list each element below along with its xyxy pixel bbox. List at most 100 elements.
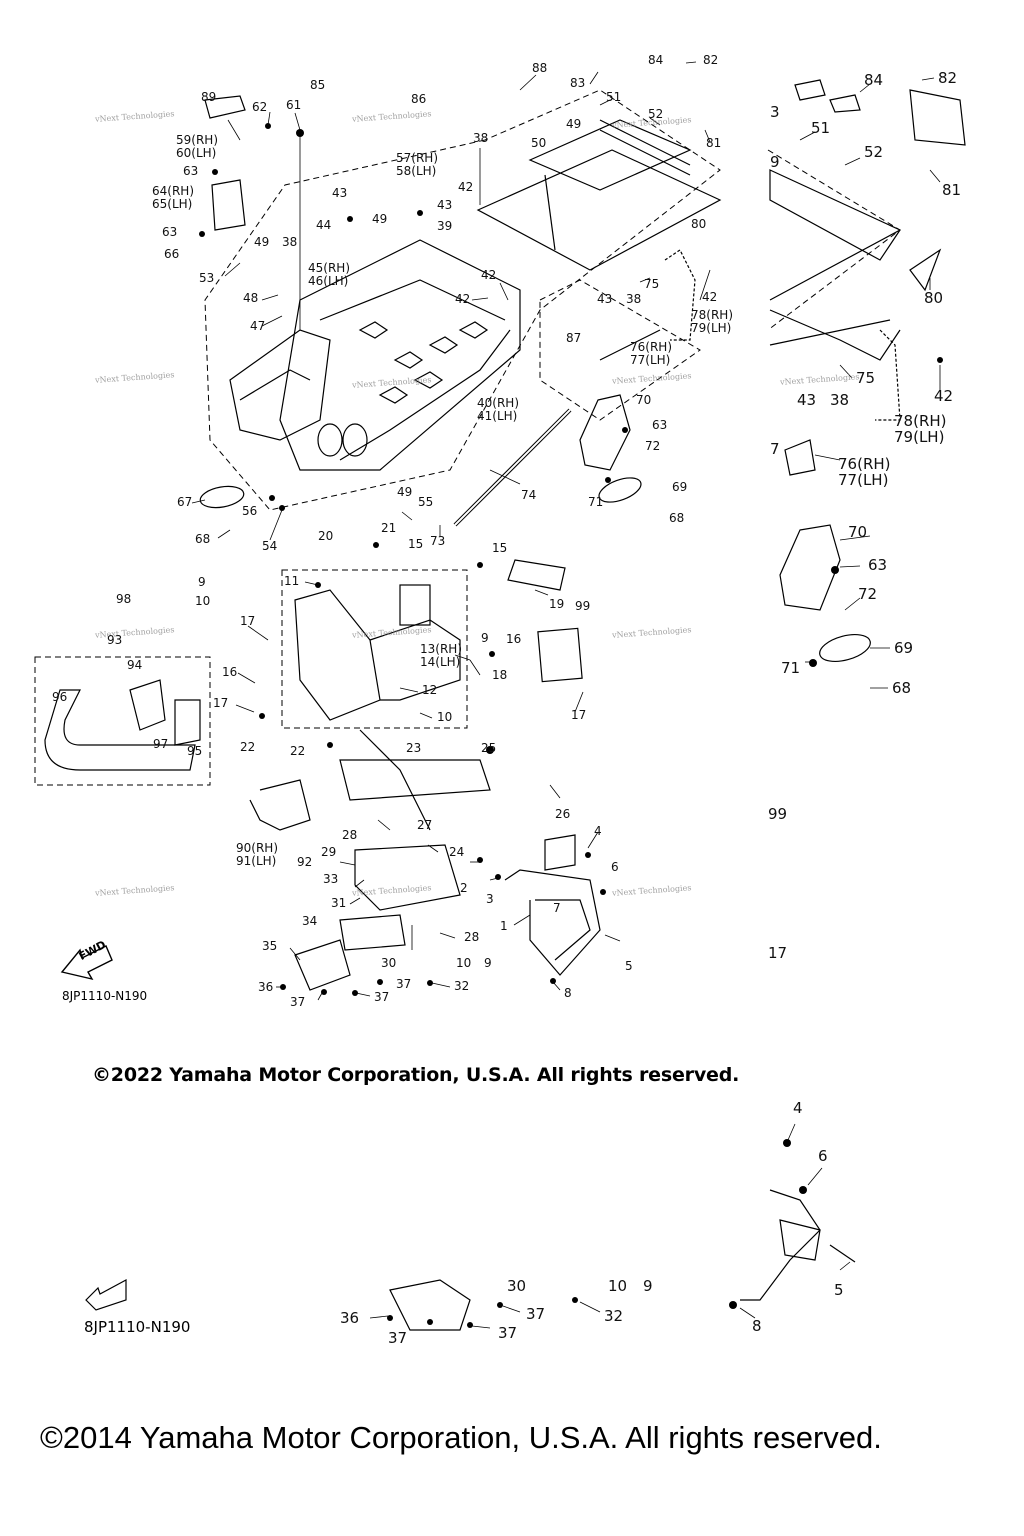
zoom-callout-label: 37 bbox=[526, 1305, 546, 1323]
callout-label: 23 bbox=[406, 741, 422, 755]
zoom-callout-label: 72 bbox=[858, 585, 878, 603]
callout-label: 49 bbox=[372, 212, 388, 226]
zoom-callout-label: 4 bbox=[793, 1099, 803, 1117]
callout-label: 16 bbox=[506, 632, 522, 646]
callout-label: 28 bbox=[342, 828, 358, 842]
callout-label: 20 bbox=[318, 529, 334, 543]
callout-label: 12 bbox=[422, 683, 438, 697]
callout-label: 25 bbox=[481, 741, 497, 755]
callout-label: 16 bbox=[222, 665, 238, 679]
zoom-callout-label: 70 bbox=[848, 523, 868, 541]
callout-label: 97 bbox=[153, 737, 169, 751]
callout-label: 27 bbox=[417, 818, 433, 832]
zoom-callout-label: 9 bbox=[643, 1277, 653, 1295]
zoom-callout-label: 69 bbox=[894, 639, 914, 657]
callout-label: 81 bbox=[706, 136, 722, 150]
callout-label: 90(RH) 91(LH) bbox=[236, 841, 278, 868]
callout-label: 86 bbox=[411, 92, 427, 106]
callout-label: 17 bbox=[240, 614, 256, 628]
callout-label: 18 bbox=[492, 668, 508, 682]
callout-label: 10 bbox=[195, 594, 211, 608]
callout-label: 10 bbox=[437, 710, 453, 724]
zoom-callout-label: 42 bbox=[934, 387, 954, 405]
callout-label: 87 bbox=[566, 331, 582, 345]
callout-label: 56 bbox=[242, 504, 258, 518]
callout-label: 39 bbox=[437, 219, 453, 233]
callout-label: 47 bbox=[250, 319, 266, 333]
callout-label: 82 bbox=[703, 53, 719, 67]
lower-front-frame bbox=[339, 759, 491, 801]
callout-label: 53 bbox=[199, 271, 215, 285]
callout-label: 45(RH) 46(LH) bbox=[308, 261, 350, 288]
zoom-callout-label: 36 bbox=[340, 1309, 360, 1327]
callout-label: 54 bbox=[262, 539, 278, 553]
callout-label: 33 bbox=[323, 872, 339, 886]
callout-label: 52 bbox=[648, 107, 664, 121]
callout-label: 43 bbox=[437, 198, 453, 212]
zoom-deck-panel bbox=[769, 169, 901, 261]
zoom-footrest-bracket bbox=[779, 524, 841, 611]
callout-label: 43 bbox=[332, 186, 348, 200]
callout-label: 99 bbox=[575, 599, 591, 613]
zoom-callout-label: 43 bbox=[797, 391, 817, 409]
callout-label: 96 bbox=[52, 690, 68, 704]
steering-column-bracket bbox=[294, 589, 381, 721]
callout-label: 63 bbox=[652, 418, 668, 432]
callout-label: 57(RH) 58(LH) bbox=[396, 151, 438, 178]
callout-label: 72 bbox=[645, 439, 661, 453]
zoom-callout-label: 63 bbox=[868, 556, 888, 574]
callout-label: 95 bbox=[187, 744, 203, 758]
callout-label: 48 bbox=[243, 291, 259, 305]
steering-column-dashed-box bbox=[281, 569, 468, 729]
zoom-callout-label: 8 bbox=[752, 1317, 762, 1335]
callout-label: 35 bbox=[262, 939, 278, 953]
frame-assembly-dashed-outline bbox=[204, 89, 721, 511]
zoom-callout-label: 81 bbox=[942, 181, 962, 199]
callout-label: 1 bbox=[500, 919, 508, 933]
callout-label: 22 bbox=[290, 744, 306, 758]
callout-label: 88 bbox=[532, 61, 548, 75]
callout-label: 10 bbox=[456, 956, 472, 970]
callout-label: 17 bbox=[571, 708, 587, 722]
zoom-callout-label: 51 bbox=[811, 119, 831, 137]
zoom-callout-label: 99 bbox=[768, 805, 788, 823]
zoom-callout-label: 3 bbox=[770, 103, 780, 121]
callout-label: 28 bbox=[464, 930, 480, 944]
zoom-callout-label: 9 bbox=[770, 153, 780, 171]
callout-label: 64(RH) 65(LH) bbox=[152, 184, 194, 211]
diagram-code: 8JP1110-N190 bbox=[62, 989, 148, 1003]
callout-label: 19 bbox=[549, 597, 565, 611]
callout-label: 42 bbox=[702, 290, 718, 304]
zoom-front-bar bbox=[740, 1189, 821, 1301]
callout-label: 67 bbox=[177, 495, 193, 509]
copyright-notice-zoom: ©2014 Yamaha Motor Corporation, U.S.A. A… bbox=[40, 1420, 882, 1455]
callout-label: 37 bbox=[374, 990, 390, 1004]
fwd-arrow-icon bbox=[60, 945, 113, 981]
rear-deck-panel bbox=[476, 149, 722, 271]
callout-label: 40(RH) 41(LH) bbox=[477, 396, 519, 423]
callout-label: 63 bbox=[183, 164, 199, 178]
callout-label: 21 bbox=[381, 521, 397, 535]
callout-label: 15 bbox=[408, 537, 424, 551]
callout-label: 6 bbox=[611, 860, 619, 874]
callout-label: 92 bbox=[297, 855, 313, 869]
callout-label: 61 bbox=[286, 98, 302, 112]
callout-label: 80 bbox=[691, 217, 707, 231]
callout-label: 15 bbox=[492, 541, 508, 555]
callout-label: 55 bbox=[418, 495, 434, 509]
callout-label: 68 bbox=[195, 532, 211, 546]
zoom-callout-label: 68 bbox=[892, 679, 912, 697]
callout-label: 34 bbox=[302, 914, 318, 928]
left-side-frame bbox=[229, 329, 331, 441]
callout-label: 73 bbox=[430, 534, 446, 548]
callout-label: 32 bbox=[454, 979, 470, 993]
callout-label: 93 bbox=[107, 633, 123, 647]
callout-label: 30 bbox=[381, 956, 397, 970]
callout-label: 26 bbox=[555, 807, 571, 821]
callout-label: 49 bbox=[566, 117, 582, 131]
callout-label: 75 bbox=[644, 277, 660, 291]
zoom-callout-label: 84 bbox=[864, 71, 884, 89]
footrest-bracket bbox=[579, 394, 631, 471]
callout-label: 59(RH) 60(LH) bbox=[176, 133, 218, 160]
